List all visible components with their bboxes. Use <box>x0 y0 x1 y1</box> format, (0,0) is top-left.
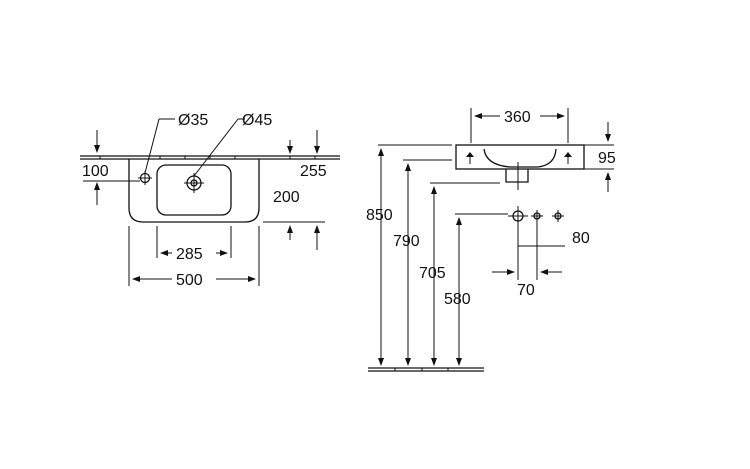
dim-80: 80 <box>517 222 590 280</box>
basin-section <box>455 144 585 190</box>
dim-255: 255 <box>264 140 327 180</box>
top-view: Ø35 Ø45 100 255 200 28 <box>80 112 340 289</box>
label-200: 200 <box>273 189 300 206</box>
dim-850: 850 <box>366 148 393 366</box>
dim-580: 580 <box>444 217 471 366</box>
label-80: 80 <box>572 230 590 247</box>
supply-symbol-1 <box>531 210 543 222</box>
dim-790: 790 <box>393 163 420 366</box>
label-70: 70 <box>517 282 535 299</box>
dim-95: 95 <box>584 122 616 192</box>
dim-200: 200 <box>263 130 325 250</box>
basin-outline <box>128 159 260 223</box>
dim-70: 70 <box>492 269 562 299</box>
label-790: 790 <box>393 233 420 250</box>
label-255: 255 <box>300 163 327 180</box>
label-285: 285 <box>176 246 203 263</box>
label-hole-large: Ø45 <box>242 112 272 129</box>
label-100: 100 <box>82 163 109 180</box>
label-850: 850 <box>366 207 393 224</box>
dim-285: 285 <box>156 226 232 263</box>
supply-symbol-2 <box>552 210 564 222</box>
label-hole-small: Ø35 <box>178 112 208 129</box>
bowl-outline <box>156 164 232 216</box>
dim-100: 100 <box>82 130 140 205</box>
wall-line <box>80 155 340 160</box>
label-95: 95 <box>598 150 616 167</box>
label-500: 500 <box>176 272 203 289</box>
side-view: 360 95 850 <box>366 108 616 372</box>
waste-symbol <box>508 206 528 226</box>
tap-hole-small <box>138 171 152 185</box>
label-705: 705 <box>419 265 446 282</box>
label-580: 580 <box>444 291 471 308</box>
dim-360: 360 <box>470 108 569 143</box>
label-360: 360 <box>504 109 531 126</box>
dim-500: 500 <box>128 226 260 289</box>
floor-line <box>368 367 484 372</box>
dim-705: 705 <box>419 186 446 366</box>
